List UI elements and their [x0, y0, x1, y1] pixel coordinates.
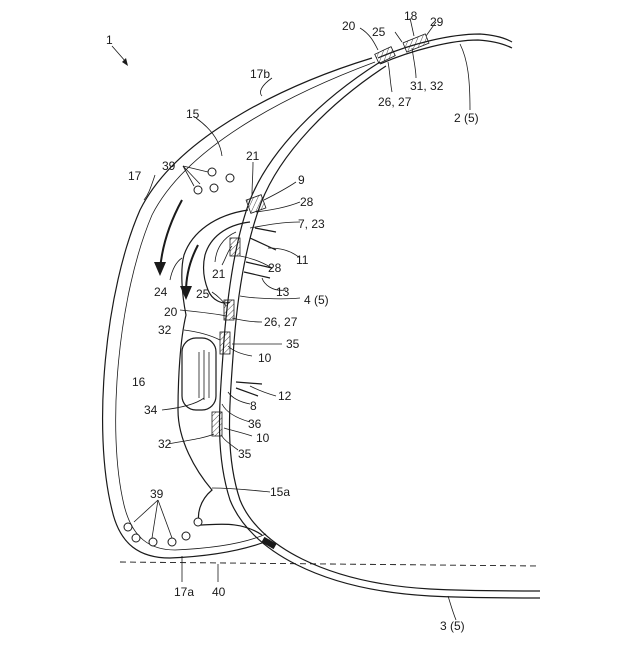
- roof-line-2: [378, 34, 512, 58]
- pillar-line-outer: [220, 62, 541, 598]
- bracket-12: [236, 382, 262, 396]
- label-2-5: 2 (5): [454, 111, 479, 125]
- label-32-bot: 32: [158, 437, 172, 451]
- vent-hole: [182, 532, 190, 540]
- label-4-5: 4 (5): [304, 293, 329, 307]
- label-20-mid: 20: [164, 305, 178, 319]
- label-36: 36: [248, 417, 262, 431]
- label-12: 12: [278, 389, 292, 403]
- label-39-bot: 39: [150, 487, 164, 501]
- label-main: 1: [106, 33, 113, 47]
- figure-arrow: [112, 46, 126, 62]
- label-10-bot: 10: [256, 431, 270, 445]
- label-28-mid: 28: [268, 261, 282, 275]
- outer-bag-inner-line: [116, 62, 375, 550]
- roof-line-2-inner: [380, 40, 512, 64]
- label-group: 1 17b 20 25 18 29 31, 32 26, 27 2 (5) 15…: [106, 9, 479, 633]
- label-18: 18: [404, 9, 418, 23]
- flow-arrow-2: [186, 245, 198, 292]
- vent-hole: [124, 523, 132, 531]
- label-26-27-top: 26, 27: [378, 95, 412, 109]
- label-39-top: 39: [162, 159, 176, 173]
- label-34: 34: [144, 403, 158, 417]
- label-25-top: 25: [372, 25, 386, 39]
- fastener-35-top: [220, 332, 230, 354]
- fastener-top-right: [403, 34, 429, 52]
- dashed-reference-40: [120, 562, 540, 566]
- label-25-mid: 25: [196, 287, 210, 301]
- label-15: 15: [186, 107, 200, 121]
- fastener-20: [224, 300, 234, 320]
- vent-hole: [132, 534, 140, 542]
- label-7-23: 7, 23: [298, 217, 325, 231]
- vent-hole: [210, 184, 218, 192]
- vent-hole: [194, 186, 202, 194]
- label-16: 16: [132, 375, 146, 389]
- vent-hole: [149, 538, 157, 546]
- leader-lines: [134, 18, 470, 620]
- vent-hole: [168, 538, 176, 546]
- label-35-bot: 35: [238, 447, 252, 461]
- label-15a: 15a: [270, 485, 290, 499]
- label-11: 11: [296, 253, 309, 267]
- label-21-mid: 21: [212, 267, 226, 281]
- label-31-32: 31, 32: [410, 79, 444, 93]
- inner-bag-15: [178, 210, 262, 535]
- vent-hole: [208, 168, 216, 176]
- label-17a: 17a: [174, 585, 194, 599]
- label-26-27-mid: 26, 27: [264, 315, 298, 329]
- label-40: 40: [212, 585, 226, 599]
- label-21-top: 21: [246, 149, 260, 163]
- label-8: 8: [250, 399, 257, 413]
- label-10-top: 10: [258, 351, 272, 365]
- label-32-top: 32: [158, 323, 172, 337]
- label-29: 29: [430, 15, 444, 29]
- label-13: 13: [276, 285, 290, 299]
- label-9: 9: [298, 173, 305, 187]
- label-35-top: 35: [286, 337, 300, 351]
- label-17b: 17b: [250, 67, 270, 81]
- vent-hole: [226, 174, 234, 182]
- label-3-5: 3 (5): [440, 619, 465, 633]
- vent-hole: [194, 518, 202, 526]
- flow-arrow-1: [160, 200, 182, 270]
- label-20-top: 20: [342, 19, 356, 33]
- bracket-11: [250, 228, 276, 250]
- label-24: 24: [154, 285, 168, 299]
- label-17: 17: [128, 169, 142, 183]
- fastener-35-bot: [212, 412, 222, 436]
- duct-inner-curve: [204, 222, 250, 290]
- label-28-top: 28: [300, 195, 314, 209]
